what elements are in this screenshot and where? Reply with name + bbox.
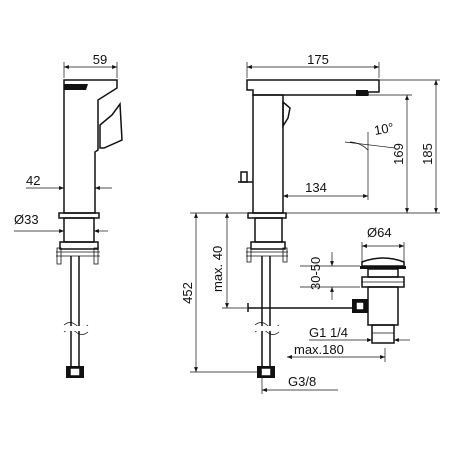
- waste-tailpiece: [371, 324, 395, 344]
- front-view-fixing-nut: [250, 241, 286, 250]
- dim-label-max-depth: max. 40: [210, 246, 225, 292]
- dim-label-base-diameter: Ø33: [14, 212, 39, 227]
- dim-label-height-total: 185: [420, 143, 435, 165]
- front-view-popup-knob: [240, 171, 248, 183]
- dim-label-waste-adjust: 30-50: [308, 257, 323, 290]
- side-view-rod-left: [56, 247, 62, 265]
- dim-label-reach: 134: [305, 180, 327, 195]
- side-view: 59 42 Ø33: [14, 52, 123, 378]
- dim-label-body-width: 42: [26, 173, 40, 188]
- front-view-body: [252, 94, 284, 214]
- dim-label-hose-length: 452: [180, 282, 195, 304]
- waste-plug: [361, 257, 405, 267]
- dim-label-tilt-angle: 10°: [373, 120, 395, 138]
- waste-assembly: Ø64 30-50 G1 1/4: [300, 225, 410, 344]
- side-view-lever: [99, 101, 123, 149]
- front-view: 10° 175 169 185 134 max. 40 452 ma: [180, 52, 440, 394]
- dim-label-spout-length: 175: [307, 52, 329, 67]
- dim-label-waste-thread: G1 1/4: [309, 325, 348, 340]
- waste-body: [367, 286, 399, 326]
- front-view-aerator: [356, 90, 368, 96]
- side-view-shank: [63, 217, 95, 243]
- side-view-rod-right: [93, 247, 99, 265]
- dim-label-supply-thread: G3/8: [288, 374, 316, 389]
- side-view-fixing-nut: [59, 241, 99, 250]
- front-view-shank: [254, 217, 283, 243]
- dim-label-waste-diameter: Ø64: [367, 225, 392, 240]
- dim-label-height-spout: 169: [391, 143, 406, 165]
- dim-label-spout-depth: 59: [93, 52, 107, 67]
- front-view-lever: [282, 100, 291, 129]
- dim-label-waste-reach: max.180: [294, 342, 344, 357]
- side-view-aerator: [64, 84, 88, 90]
